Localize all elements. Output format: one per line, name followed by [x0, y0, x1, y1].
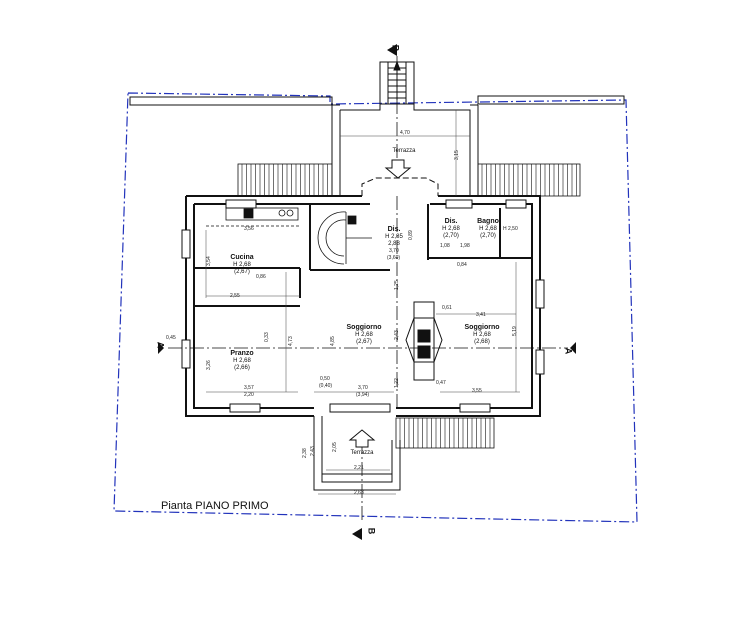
- stair-treads: [241, 164, 577, 448]
- section-tag-a-left: A: [155, 341, 166, 349]
- dim-255: 2,55: [230, 293, 240, 299]
- room-name: Bagno: [477, 218, 499, 225]
- entry-arrows: [348, 159, 412, 448]
- room-height: H 2,85: [385, 234, 403, 241]
- dim-243: 2,43: [394, 330, 400, 340]
- property-boundary: [113, 92, 638, 523]
- room-height: H 2,68: [233, 262, 251, 269]
- room-name: Cucina: [230, 254, 254, 261]
- dim-221: 2,21: [354, 465, 364, 471]
- dim-089: 0,89: [408, 230, 414, 240]
- room-label-dis-right: Dis. H 2,68 (2,70): [442, 218, 460, 240]
- dim-326: 3,26: [206, 360, 212, 370]
- dim-050: 0,50: [320, 376, 330, 382]
- room-name: Dis.: [444, 218, 458, 225]
- room-height: H 2,68: [233, 358, 251, 365]
- terrace-north-outline: [129, 95, 625, 196]
- dim-033: 0,33: [264, 332, 270, 342]
- spiral-stair: [317, 211, 372, 265]
- room-label-bagno: Bagno H 2,68 (2,70): [477, 218, 499, 240]
- dim-394: (3,94): [356, 392, 370, 398]
- room-height: H 2,68: [473, 332, 491, 339]
- section-tag-b-top: B: [390, 44, 401, 52]
- room-height: H 2,68: [355, 332, 373, 339]
- dim-250: H 2,50: [503, 226, 518, 232]
- dim-470: 4,70: [400, 130, 410, 136]
- dim-198: 1,98: [460, 243, 470, 249]
- dim-040: (0,40): [319, 383, 333, 389]
- section-markers: [158, 44, 576, 540]
- dim-238: 2,43: [310, 446, 316, 456]
- room-label-soggiorno-right: Soggiorno H 2,68 (2,68): [465, 324, 500, 346]
- section-tag-b-bottom: B: [366, 527, 377, 535]
- dim-370: 3,70: [358, 385, 368, 391]
- room-height: H 2,68: [442, 226, 460, 233]
- drawing-title: Pianta PIANO PRIMO: [161, 500, 269, 512]
- fireplace: [405, 301, 443, 381]
- dim-519: 5,19: [512, 326, 518, 336]
- dim-370-dis: 3,70: [389, 248, 399, 254]
- dim-220: 2,20: [244, 392, 254, 398]
- room-height-sub: (2,70): [443, 232, 459, 239]
- room-height: H 2,68: [479, 226, 497, 233]
- room-height-sub: (2,68): [474, 338, 490, 345]
- dim-473: 4,73: [288, 336, 294, 346]
- dim-355: 3,55: [472, 388, 482, 394]
- dim-061: 0,61: [442, 305, 452, 311]
- dim-240: 2,38: [302, 448, 308, 458]
- dimension-lines: [205, 110, 520, 495]
- central-porch: [313, 177, 439, 491]
- dim-341: 3,41: [476, 312, 486, 318]
- dim-485: 4,85: [330, 336, 336, 346]
- section-tag-a-right: A: [563, 347, 574, 355]
- dim-045: 0,45: [166, 335, 176, 341]
- room-height-sub: (2,67): [356, 338, 372, 345]
- room-label-dis-center: Dis. H 2,85 2,88: [385, 226, 403, 248]
- room-label-soggiorno-left: Soggiorno H 2,68 (2,67): [347, 324, 382, 346]
- dim-086: 0,86: [256, 274, 266, 280]
- room-height-sub: (2,66): [234, 364, 250, 371]
- room-label-cucina: Cucina H 2,68 (2,67): [230, 254, 253, 276]
- room-label-terrazza-south: Terrazza: [350, 450, 374, 456]
- dim-357: 3,57: [244, 385, 254, 391]
- dim-122: 1,22: [394, 378, 400, 388]
- room-name: Soggiorno: [346, 324, 382, 331]
- dim-047: 0,47: [436, 380, 446, 386]
- dim-360-dis: (3,60): [387, 255, 401, 261]
- kitchen-fixtures: [206, 207, 300, 227]
- room-name: Pranzo: [230, 350, 254, 357]
- room-name: Soggiorno: [464, 324, 500, 331]
- dim-108: 1,08: [440, 243, 450, 249]
- dim-205: 2,05: [332, 442, 338, 452]
- room-label-terrazza-north: Terrazza: [392, 148, 416, 154]
- dim-263: 2,63: [354, 490, 364, 496]
- dim-084: 0,84: [457, 262, 467, 268]
- windows: [181, 199, 545, 413]
- dim-315: 3,15: [454, 150, 460, 160]
- room-name: Dis.: [387, 226, 401, 233]
- dim-354: 3,54: [206, 256, 212, 266]
- dim-356: 3,56: [244, 226, 254, 232]
- room-height-sub: 2,88: [388, 240, 400, 247]
- room-label-pranzo: Pranzo H 2,68 (2,66): [230, 350, 253, 372]
- section-lines: [168, 56, 568, 520]
- dim-125: 1,25: [394, 280, 400, 290]
- room-height-sub: (2,67): [234, 268, 250, 275]
- room-height-sub: (2,70): [480, 232, 496, 239]
